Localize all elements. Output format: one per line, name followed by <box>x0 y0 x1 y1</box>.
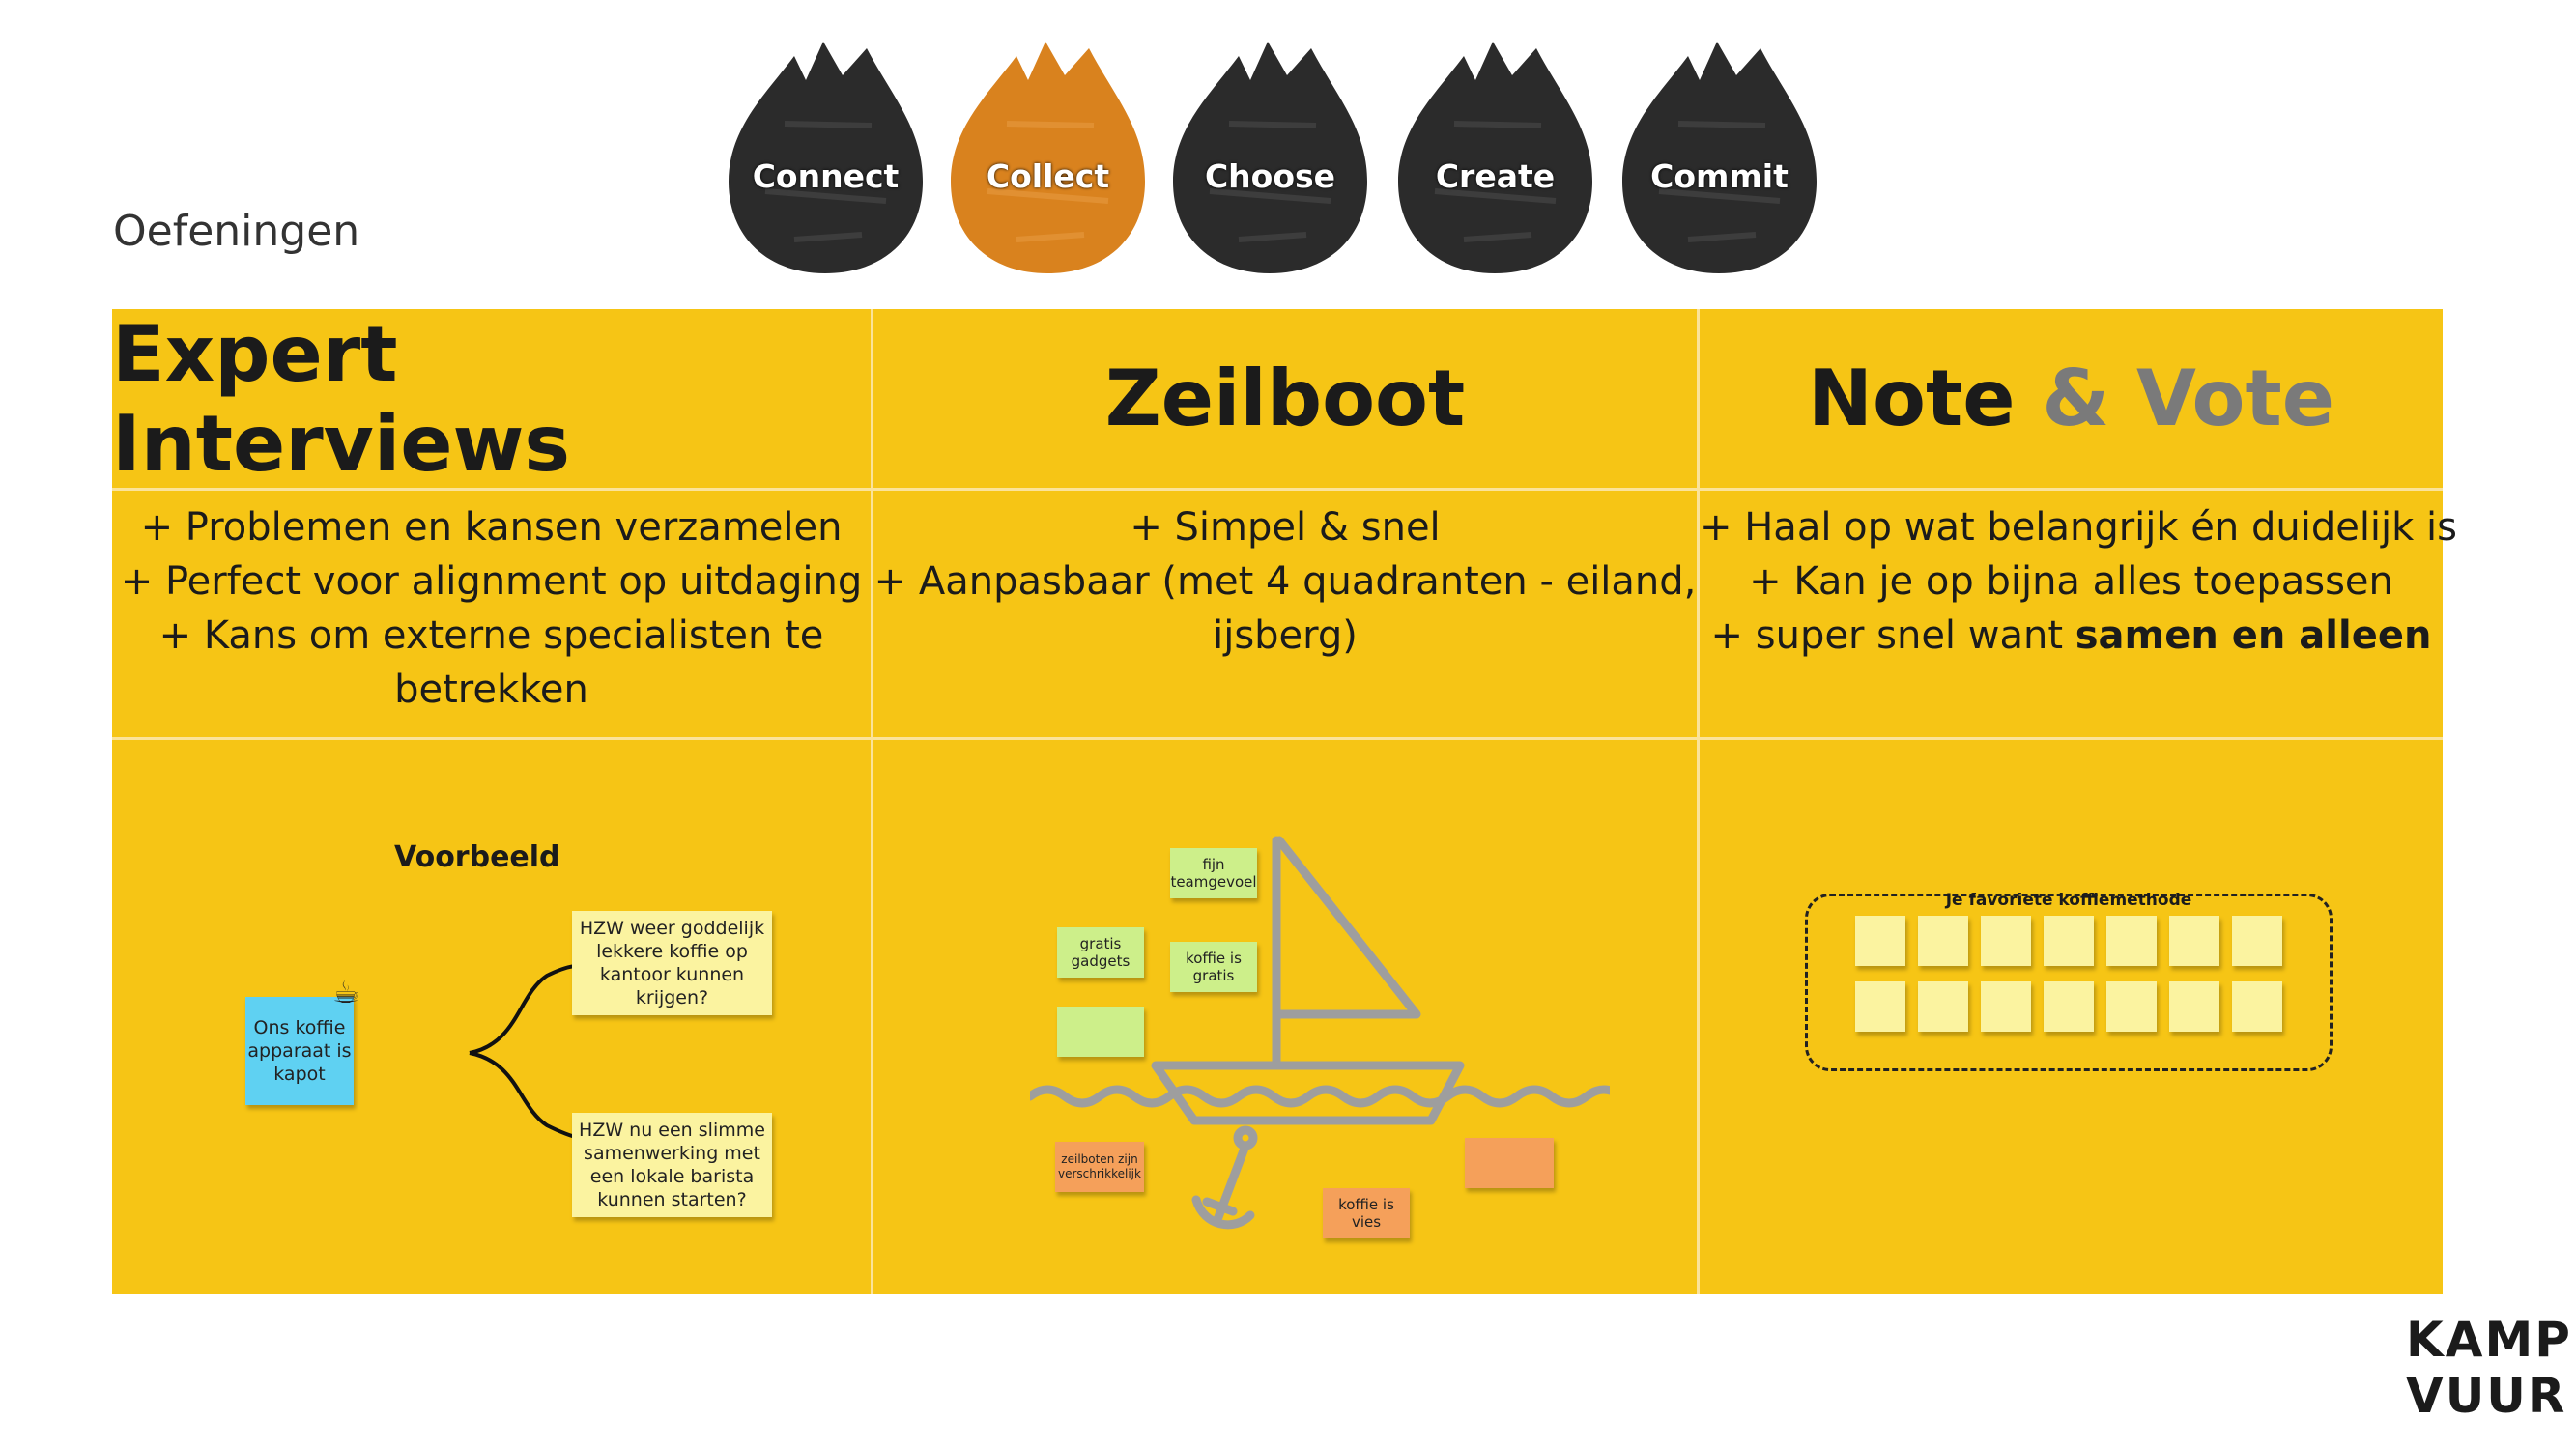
desc-line: ijsberg) <box>1213 613 1358 658</box>
logo-line: KAMP <box>2406 1312 2572 1368</box>
vote-sticky-note <box>2106 981 2157 1032</box>
desc-bold: samen en alleen <box>2075 613 2432 658</box>
phase-label: Create <box>1435 157 1556 195</box>
vote-notes-grid <box>1855 916 2319 1032</box>
flame-icon <box>1173 42 1367 273</box>
sticky-note-green: fijn teamgevoel <box>1170 848 1257 898</box>
column-title-expert-interviews: Expert Interviews <box>112 308 571 489</box>
desc-line: + Simpel & snel <box>1130 505 1441 550</box>
vote-sticky-note <box>1981 981 2031 1032</box>
vote-sticky-note <box>2106 916 2157 966</box>
desc-line: + Kans om externe specialisten te <box>158 613 824 658</box>
flame-icon <box>729 42 923 273</box>
phase-label: Connect <box>752 157 900 195</box>
vote-sticky-note <box>2169 981 2219 1032</box>
column-divider <box>1697 309 1700 1294</box>
title-accent: & Vote <box>2042 354 2334 443</box>
column-title-zeilboot: Zeilboot <box>1104 354 1466 443</box>
title-main: Note <box>1808 354 2016 443</box>
phase-nav: Connect Collect Choose Create Commit <box>727 37 1818 278</box>
sailboat-icon <box>1030 836 1610 1230</box>
vote-sticky-note <box>2044 981 2094 1032</box>
page-subtitle: Oefeningen <box>113 207 360 256</box>
sticky-note-green: koffie is gratis <box>1170 942 1257 992</box>
column-divider <box>871 309 873 1294</box>
vote-sticky-note <box>1855 916 1905 966</box>
phase-label: Commit <box>1650 157 1789 195</box>
flame-icon <box>1398 42 1592 273</box>
desc-line: + super snel want samen en alleen <box>1700 609 2443 663</box>
sticky-note-orange: zeilboten zijn verschrikkelijk <box>1055 1142 1144 1192</box>
row-divider <box>112 737 2443 740</box>
flame-icon <box>951 42 1145 273</box>
sticky-note-blue: Ons koffie apparaat is kapot <box>245 997 354 1105</box>
phase-create[interactable]: Create <box>1396 37 1594 278</box>
kampvuur-logo: KAMP VUUR <box>2406 1312 2572 1428</box>
phase-label: Collect <box>986 157 1110 195</box>
desc-line: + Kan je op bijna alles toepassen <box>1749 559 2393 604</box>
vote-sticky-note <box>1918 981 1968 1032</box>
vote-sticky-note <box>2232 916 2282 966</box>
coffee-cup-icon: ☕ <box>332 974 360 1010</box>
vote-sticky-note <box>1918 916 1968 966</box>
vote-sticky-note <box>2232 981 2282 1032</box>
flame-icon <box>1622 42 1817 273</box>
example-title: Voorbeeld <box>394 840 560 874</box>
logo-line: VUUR <box>2406 1368 2567 1424</box>
desc-line: + Perfect voor alignment op uitdaging <box>120 559 863 604</box>
phase-label: Choose <box>1204 157 1336 195</box>
phase-choose[interactable]: Choose <box>1171 37 1369 278</box>
sticky-note-yellow: HZW weer goddelijk lekkere koffie op kan… <box>572 911 772 1015</box>
desc-line: + Problemen en kansen verzamelen <box>140 505 843 550</box>
sticky-note-orange: koffie is vies <box>1323 1188 1410 1238</box>
vote-sticky-note <box>2169 916 2219 966</box>
column-description: + Simpel & snel + Aanpasbaar (met 4 quad… <box>873 500 1697 663</box>
phase-connect[interactable]: Connect <box>727 37 925 278</box>
column-description: + Problemen en kansen verzamelen + Perfe… <box>112 500 871 717</box>
note-vote-frame <box>1805 894 2333 1071</box>
frame-title: Je favoriete koffiemethode <box>1945 891 2192 910</box>
desc-line: + Haal op wat belangrijk én duidelijk is <box>1700 505 2457 550</box>
exercise-table: Expert Interviews Zeilboot Note & Vote +… <box>112 308 2457 1294</box>
phase-commit[interactable]: Commit <box>1620 37 1818 278</box>
column-description: + Haal op wat belangrijk én duidelijk is… <box>1700 500 2457 663</box>
vote-sticky-note <box>1981 916 2031 966</box>
sticky-note-green-empty <box>1057 1007 1144 1057</box>
sticky-note-yellow: HZW nu een slimme samenwerking met een l… <box>572 1113 772 1217</box>
sticky-note-green: gratis gadgets <box>1057 927 1144 978</box>
vote-sticky-note <box>2044 916 2094 966</box>
vote-sticky-note <box>1855 981 1905 1032</box>
phase-collect[interactable]: Collect <box>949 37 1147 278</box>
row-divider <box>112 488 2443 491</box>
desc-line: betrekken <box>394 667 588 712</box>
sticky-note-orange-empty <box>1465 1138 1554 1188</box>
desc-prefix: + super snel want <box>1710 613 2075 658</box>
desc-line: + Aanpasbaar (met 4 quadranten - eiland, <box>873 559 1697 604</box>
column-title-note-vote: Note & Vote <box>1700 309 2443 488</box>
